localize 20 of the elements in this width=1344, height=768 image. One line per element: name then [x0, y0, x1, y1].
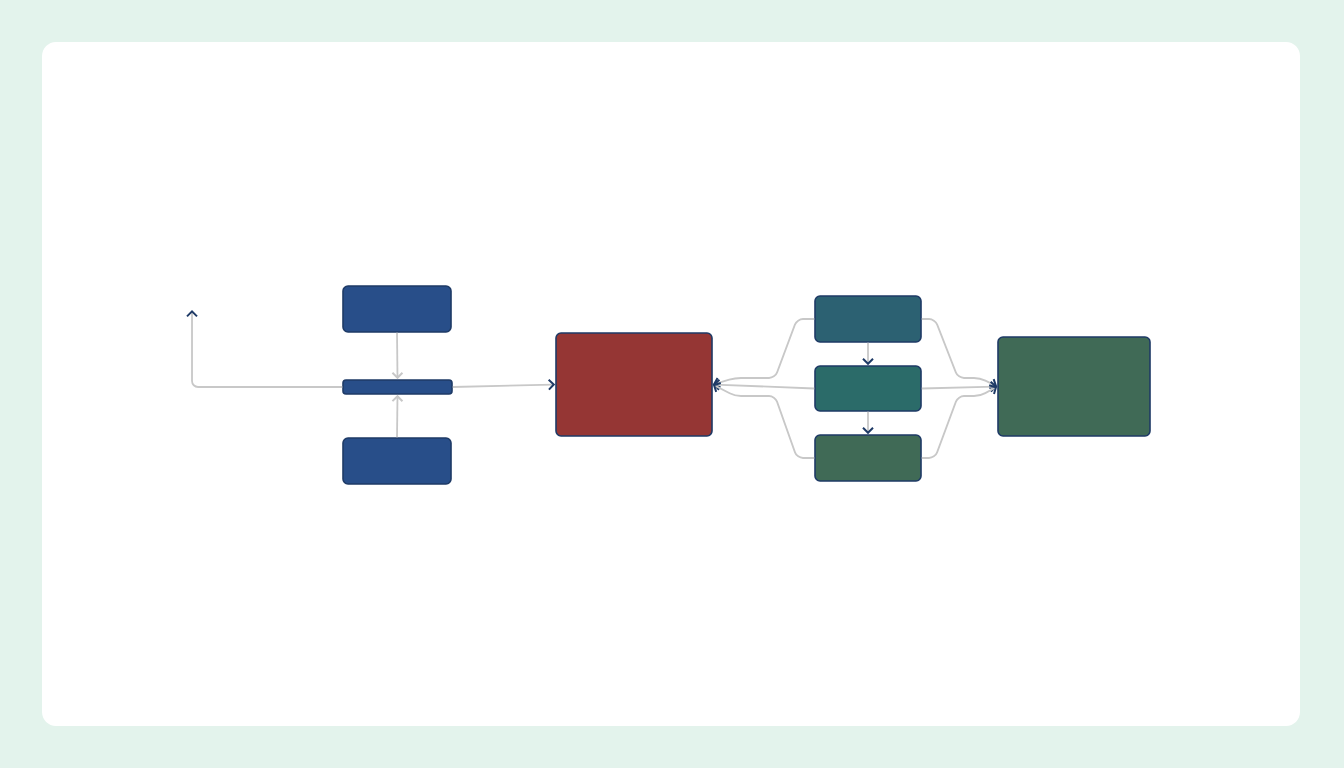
arrow	[712, 382, 816, 459]
dark-box	[342, 285, 452, 333]
process-box	[814, 295, 922, 343]
bar	[342, 379, 453, 395]
process-box	[814, 365, 922, 412]
arrow	[186, 310, 344, 388]
process-box	[814, 434, 922, 482]
arrow	[391, 331, 404, 380]
arrow	[712, 378, 816, 391]
arrow	[862, 410, 874, 435]
arrow	[920, 384, 998, 459]
arrow	[920, 318, 998, 390]
arrow	[391, 394, 404, 439]
process-box	[555, 332, 713, 437]
arrow	[862, 341, 874, 366]
arrow	[920, 380, 998, 393]
arrow	[451, 378, 556, 391]
process-box	[997, 336, 1151, 437]
arrow	[712, 318, 816, 389]
dark-box	[342, 437, 452, 485]
